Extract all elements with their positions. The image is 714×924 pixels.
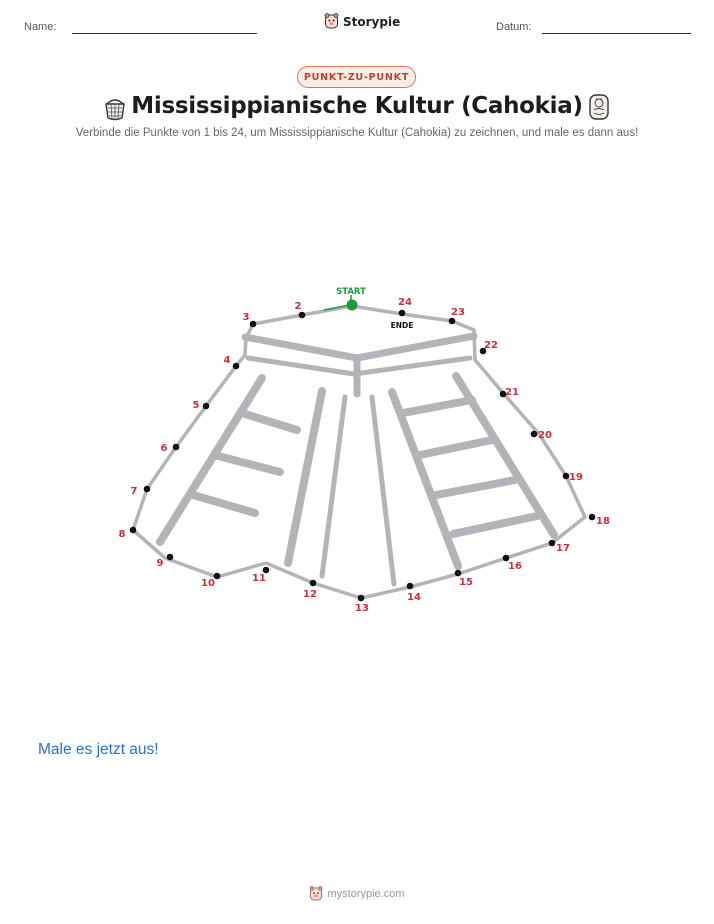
instructions: Verbinde die Punkte von 1 bis 24, um Mis…: [75, 127, 639, 139]
puzzle-dot-14: 14: [406, 582, 421, 603]
puzzle-dot-22: 22: [479, 340, 498, 355]
puzzle-dot-5: 5: [193, 400, 210, 411]
dot-marker: [530, 430, 538, 438]
dot-marker: [166, 553, 174, 561]
puzzle-dot-11: 11: [252, 566, 270, 584]
dot-number: 9: [157, 558, 164, 569]
dot-number: 5: [193, 400, 200, 411]
puzzle-dot-17: 17: [548, 539, 570, 554]
dot-number: 23: [451, 307, 465, 318]
date-label: Datum:: [496, 21, 532, 33]
dot-number: 12: [303, 589, 317, 600]
colour-prompt: Male es jetzt aus!: [38, 741, 159, 758]
dot-number: 19: [569, 472, 583, 483]
storypie-mascot-icon: [310, 886, 323, 901]
dot-number: 10: [201, 578, 215, 589]
dot-marker: [298, 311, 306, 319]
dot-number: 13: [355, 603, 369, 614]
carved-stone-tablet-icon: [589, 94, 609, 120]
dot-number: 15: [459, 577, 473, 588]
dot-number: 22: [484, 340, 498, 351]
dot-marker: [398, 309, 406, 317]
dot-number: 3: [243, 312, 250, 323]
footer: mystorypie.com: [0, 886, 714, 902]
puzzle-dot-24: 24: [398, 297, 412, 317]
dot-marker: [588, 513, 596, 521]
name-label: Name:: [24, 21, 57, 33]
puzzle-dot-9: 9: [157, 553, 174, 569]
puzzle-dot-19: 19: [562, 472, 583, 483]
dot-marker: [502, 554, 510, 562]
puzzle-dot-23: 23: [448, 307, 465, 325]
dot-marker: [172, 443, 180, 451]
dot-number: 16: [508, 561, 522, 572]
storypie-logo: Storypie: [324, 13, 400, 30]
footer-site: mystorypie.com: [327, 888, 405, 900]
pyramid-outline: [131, 304, 587, 600]
dot-number: 4: [224, 355, 231, 366]
dot-marker: [202, 402, 210, 410]
dot-marker: [406, 582, 414, 590]
dot-marker: [562, 472, 570, 480]
puzzle-dot-6: 6: [161, 443, 180, 454]
dot-marker: [129, 526, 137, 534]
dot-number: 11: [252, 573, 266, 584]
dot-marker: [232, 362, 240, 370]
puzzle-dot-2: 2: [295, 301, 306, 319]
dot-number: 7: [131, 486, 138, 497]
dot-marker: [448, 317, 456, 325]
dot-marker: [548, 539, 556, 547]
puzzle-dot-7: 7: [131, 485, 151, 497]
puzzle-dot-10: 10: [201, 572, 221, 589]
puzzle-dot-16: 16: [502, 554, 522, 572]
dot-marker: [143, 485, 151, 493]
dot-number: 2: [295, 301, 302, 312]
basket-icon: [105, 99, 125, 121]
dot-number: 14: [407, 592, 421, 603]
puzzle-dot-13: 13: [355, 594, 369, 614]
activity-type-badge: PUNKT-ZU-PUNKT: [297, 66, 416, 88]
dot-marker: [309, 579, 317, 587]
dot-number: 20: [538, 430, 552, 441]
brand-name: Storypie: [343, 14, 401, 29]
puzzle-dot-3: 3: [243, 312, 257, 328]
end-label: ENDE: [391, 321, 414, 330]
start-label: START: [336, 287, 366, 297]
puzzle-dot-15: 15: [454, 569, 473, 588]
dot-number: 21: [505, 387, 519, 398]
dot-marker: [454, 569, 462, 577]
puzzle-dot-21: 21: [499, 387, 519, 398]
start-point: START: [323, 287, 366, 311]
dot-number: 6: [161, 443, 168, 454]
page-title: Mississippianische Kultur (Cahokia): [131, 93, 583, 119]
dot-marker: [357, 594, 365, 602]
puzzle-dot-8: 8: [119, 526, 137, 540]
storypie-mascot-icon: [324, 13, 339, 29]
dot-marker: [499, 390, 507, 398]
date-write-line[interactable]: [542, 33, 691, 34]
dot-marker: [249, 320, 257, 328]
name-write-line[interactable]: [72, 33, 257, 34]
dot-number: 17: [556, 543, 570, 554]
puzzle-dot-12: 12: [303, 579, 317, 600]
dot-marker: [479, 347, 487, 355]
dot-marker: [262, 566, 270, 574]
puzzle-dot-20: 20: [530, 430, 552, 441]
puzzle-dot-18: 18: [588, 513, 610, 527]
dot-marker: [213, 572, 221, 580]
dot-number: 18: [596, 516, 610, 527]
dot-number: 24: [398, 297, 412, 308]
dot-number: 8: [119, 529, 126, 540]
puzzle-dot-4: 4: [224, 355, 240, 370]
